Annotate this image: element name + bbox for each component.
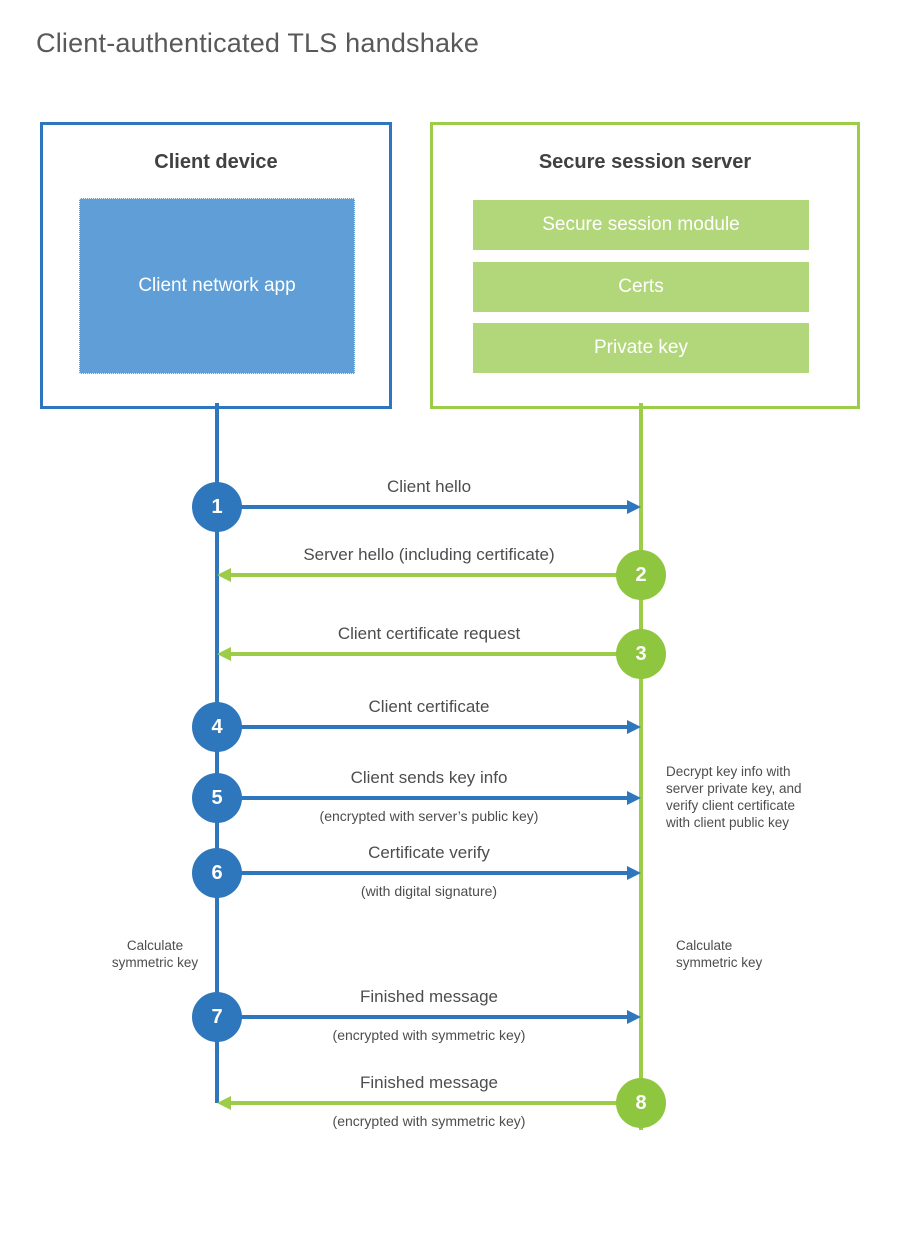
message-4-arrow: [217, 725, 627, 729]
message-2-label: Server hello (including certificate): [303, 545, 555, 564]
message-1-label: Client hello: [386, 477, 472, 496]
message-3-label: Client certificate request: [337, 624, 521, 643]
decrypt-note: Decrypt key info with server private key…: [666, 764, 802, 830]
message-4-label: Client certificate: [368, 697, 490, 716]
client-network-app-box: Client network app: [79, 198, 355, 374]
arrowhead-right-icon: [627, 791, 641, 805]
server-module-private-key: Private key: [473, 323, 809, 373]
step-6-badge: 6: [192, 848, 242, 898]
client-device-title: Client device: [154, 151, 278, 173]
page-title: Client-authenticated TLS handshake: [36, 28, 480, 58]
arrowhead-right-icon: [627, 500, 641, 514]
step-8-badge: 8: [616, 1078, 666, 1128]
message-5-sublabel: (encrypted with server’s public key): [319, 808, 539, 824]
client-network-app-label: Client network app: [138, 275, 296, 297]
step-7-badge: 7: [192, 992, 242, 1042]
message-8-arrow: [231, 1101, 641, 1105]
arrowhead-right-icon: [627, 1010, 641, 1024]
arrowhead-right-icon: [627, 866, 641, 880]
message-2-arrow: [231, 573, 641, 577]
message-7-label: Finished message: [360, 987, 498, 1006]
server-module-certs: Certs: [473, 262, 809, 312]
step-4-badge: 4: [192, 702, 242, 752]
message-6-label: Certificate verify: [368, 843, 490, 862]
message-5-arrow: [217, 796, 627, 800]
arrowhead-right-icon: [627, 720, 641, 734]
arrowhead-left-icon: [217, 568, 231, 582]
message-8-sublabel: (encrypted with symmetric key): [332, 1113, 526, 1129]
server-title: Secure session server: [538, 151, 752, 173]
message-7-arrow: [217, 1015, 627, 1019]
message-6-arrow: [217, 871, 627, 875]
server-lifeline: [639, 403, 643, 1130]
message-8-label: Finished message: [360, 1073, 498, 1092]
arrowhead-left-icon: [217, 647, 231, 661]
message-3-arrow: [231, 652, 641, 656]
message-7-sublabel: (encrypted with symmetric key): [332, 1027, 526, 1043]
step-2-badge: 2: [616, 550, 666, 600]
server-module-secure-session: Secure session module: [473, 200, 809, 250]
calculate-symmetric-key-note-server: Calculate symmetric key: [676, 938, 763, 970]
arrowhead-left-icon: [217, 1096, 231, 1110]
step-3-badge: 3: [616, 629, 666, 679]
message-5-label: Client sends key info: [350, 768, 508, 787]
message-6-sublabel: (with digital signature): [360, 883, 498, 899]
calculate-symmetric-key-note-client: Calculate symmetric key: [111, 938, 199, 970]
step-1-badge: 1: [192, 482, 242, 532]
client-lifeline: [215, 403, 219, 1103]
step-5-badge: 5: [192, 773, 242, 823]
message-1-arrow: [217, 505, 627, 509]
